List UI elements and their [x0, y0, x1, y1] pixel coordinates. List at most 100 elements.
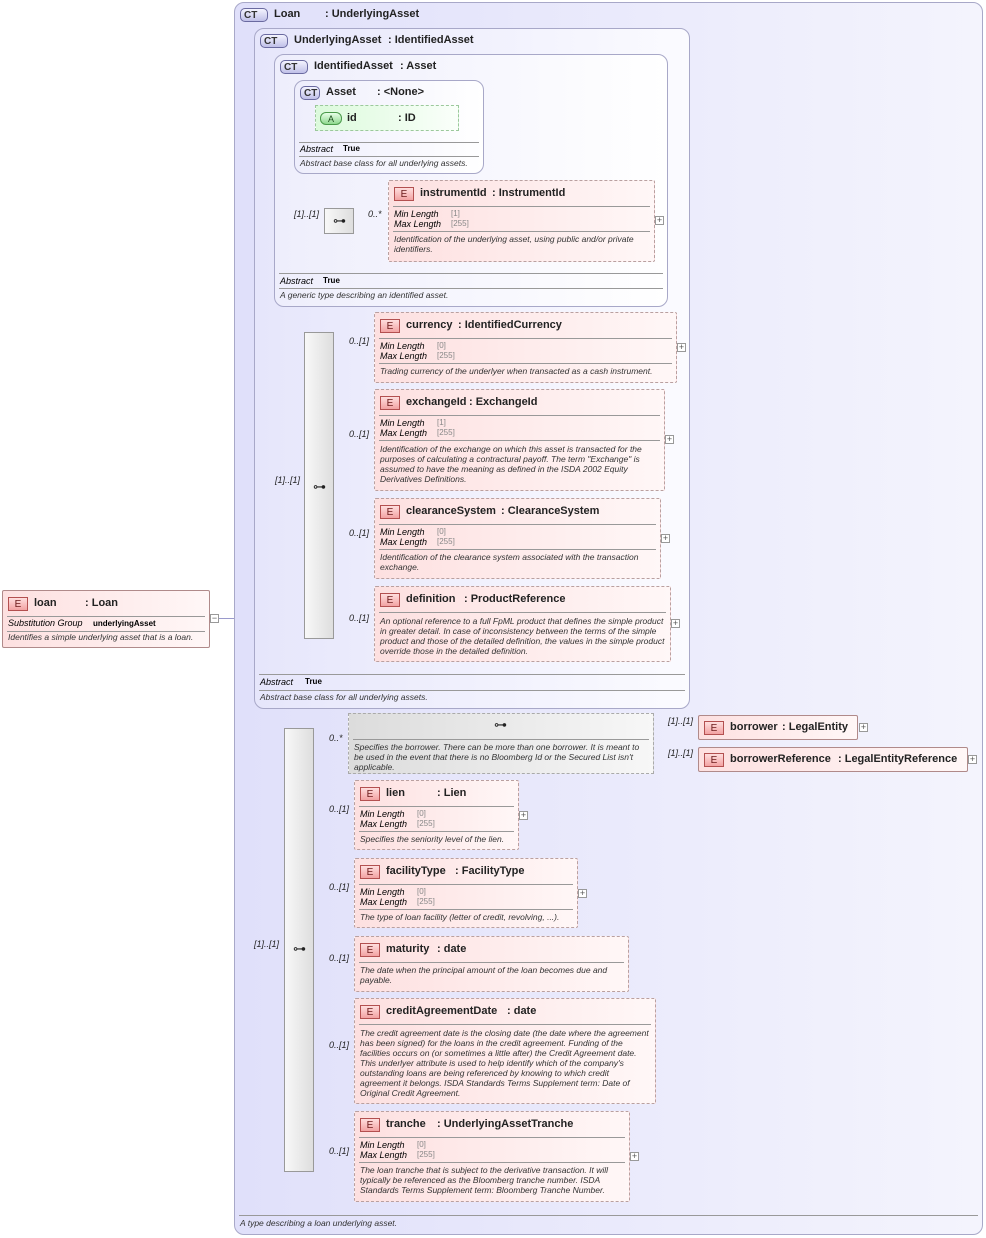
maturity-element[interactable]: E maturity : date The date when the prin… — [354, 936, 629, 992]
element-badge: E — [360, 865, 380, 879]
min-length-value: [0] — [417, 887, 426, 896]
expand-plus-icon[interactable]: + — [578, 888, 587, 898]
min-length-value: [0] — [437, 527, 446, 536]
borrower-element[interactable]: E borrower : LegalEntity — [698, 715, 858, 740]
max-length-label: Max Length — [360, 1150, 408, 1160]
element-doc: The credit agreement date is the closing… — [360, 1028, 649, 1098]
max-length-label: Max Length — [394, 219, 442, 229]
max-length-value: [255] — [437, 537, 455, 546]
element-doc: The loan tranche that is subject to the … — [360, 1165, 609, 1195]
sequence-icon: ⊶ — [333, 213, 346, 228]
element-doc: The type of loan facility (letter of cre… — [360, 912, 560, 922]
exchange-id-element[interactable]: E exchangeId : ExchangeId Min Length [1]… — [374, 389, 665, 491]
element-name: clearanceSystem — [406, 505, 496, 517]
attribute-name: id — [347, 112, 357, 124]
substitution-group-label: Substitution Group — [8, 618, 83, 628]
max-length-value: [255] — [417, 897, 435, 906]
currency-element[interactable]: E currency : IdentifiedCurrency Min Leng… — [374, 312, 677, 383]
lien-element[interactable]: E lien : Lien Min Length [0] Max Length … — [354, 780, 519, 850]
sequence-cardinality: [1]..[1] — [275, 475, 301, 485]
element-type: : date — [437, 943, 467, 955]
facility-type-element[interactable]: E facilityType : FacilityType Min Length… — [354, 858, 578, 928]
borrower-choice[interactable]: ⊶ Specifies the borrower. There can be m… — [348, 713, 654, 774]
sequence-compositor[interactable]: ⊶ — [324, 208, 354, 234]
min-length-label: Min Length — [360, 887, 405, 897]
element-doc: Identification of the clearance system a… — [380, 552, 639, 572]
choice-cardinality: 0..* — [329, 733, 343, 743]
expand-plus-icon[interactable]: + — [677, 342, 686, 352]
element-cardinality: 0..[1] — [329, 804, 350, 814]
expand-plus-icon[interactable]: + — [519, 810, 528, 820]
max-length-value: [255] — [417, 819, 435, 828]
borrower-reference-element[interactable]: E borrowerReference : LegalEntityReferen… — [698, 747, 968, 772]
element-name: instrumentId — [420, 187, 487, 199]
min-length-label: Min Length — [380, 341, 425, 351]
choice-icon: ⊶ — [494, 717, 507, 732]
max-length-value: [255] — [437, 428, 455, 437]
element-type: : Lien — [437, 787, 467, 799]
complex-type-badge: CT — [300, 86, 320, 100]
element-badge: E — [360, 1118, 380, 1132]
loan-element[interactable]: E loan : Loan Substitution Group underly… — [2, 590, 210, 648]
expand-plus-icon[interactable]: + — [655, 215, 664, 225]
collapse-minus-icon[interactable]: − — [210, 613, 219, 623]
substitution-group-value: underlyingAsset — [93, 619, 156, 628]
min-length-value: [1] — [437, 418, 446, 427]
element-cardinality: 0..* — [368, 209, 382, 219]
abstract-label: Abstract — [280, 276, 314, 286]
expand-plus-icon[interactable]: + — [859, 722, 868, 732]
element-cardinality: [1]..[1] — [668, 748, 694, 758]
expand-plus-icon[interactable]: + — [630, 1151, 639, 1161]
min-length-value: [0] — [417, 809, 426, 818]
element-doc: Identifies a simple underlying asset tha… — [8, 632, 194, 642]
complex-type-name: IdentifiedAsset — [314, 60, 393, 72]
max-length-value: [255] — [451, 219, 469, 228]
max-length-label: Max Length — [380, 428, 428, 438]
element-badge: E — [380, 396, 400, 410]
element-name: loan — [34, 597, 57, 609]
asset-complex-type: CT Asset : <None> A id : ID Abstract Tru… — [294, 80, 484, 174]
instrument-id-element[interactable]: E instrumentId : InstrumentId Min Length… — [388, 180, 655, 262]
sequence-cardinality: [1]..[1] — [254, 939, 280, 949]
element-type: : ProductReference — [464, 593, 566, 605]
abstract-value: True — [323, 276, 340, 285]
min-length-value: [0] — [417, 1140, 426, 1149]
element-cardinality: 0..[1] — [349, 429, 370, 439]
element-doc: Identification of the exchange on which … — [380, 444, 642, 484]
expand-plus-icon[interactable]: + — [968, 754, 977, 764]
abstract-label: Abstract — [260, 677, 294, 687]
expand-plus-icon[interactable]: + — [665, 434, 674, 444]
element-badge: E — [360, 943, 380, 957]
element-type: : InstrumentId — [492, 187, 566, 199]
min-length-label: Min Length — [380, 418, 425, 428]
element-badge: E — [360, 787, 380, 801]
definition-element[interactable]: E definition : ProductReference An optio… — [374, 586, 671, 662]
complex-type-name: Asset — [326, 86, 356, 98]
sequence-compositor[interactable]: ⊶ — [284, 728, 314, 1172]
element-type: : Loan — [85, 597, 118, 609]
element-badge: E — [380, 593, 400, 607]
element-name: borrower — [730, 721, 778, 733]
max-length-value: [255] — [437, 351, 455, 360]
element-name: creditAgreementDate — [386, 1005, 498, 1017]
expand-plus-icon[interactable]: + — [661, 533, 670, 543]
complex-type-doc: Abstract base class for all underlying a… — [260, 692, 428, 702]
max-length-label: Max Length — [360, 897, 408, 907]
element-type: : LegalEntityReference — [838, 753, 958, 765]
element-cardinality: 0..[1] — [329, 1146, 350, 1156]
complex-type-name: Loan — [274, 8, 301, 20]
element-badge: E — [704, 721, 724, 735]
expand-plus-icon[interactable]: + — [671, 618, 680, 628]
credit-agreement-date-element[interactable]: E creditAgreementDate : date The credit … — [354, 998, 656, 1104]
element-type: : LegalEntity — [782, 721, 849, 733]
id-attribute[interactable]: A id : ID — [315, 105, 459, 131]
complex-type-badge: CT — [240, 8, 268, 22]
element-name: exchangeId — [406, 396, 467, 408]
sequence-compositor[interactable]: ⊶ — [304, 332, 334, 639]
abstract-value: True — [305, 677, 322, 686]
element-name: lien — [386, 787, 405, 799]
element-name: maturity — [386, 943, 430, 955]
tranche-element[interactable]: E tranche : UnderlyingAssetTranche Min L… — [354, 1111, 630, 1202]
min-length-value: [1] — [451, 209, 460, 218]
clearance-system-element[interactable]: E clearanceSystem : ClearanceSystem Min … — [374, 498, 661, 579]
